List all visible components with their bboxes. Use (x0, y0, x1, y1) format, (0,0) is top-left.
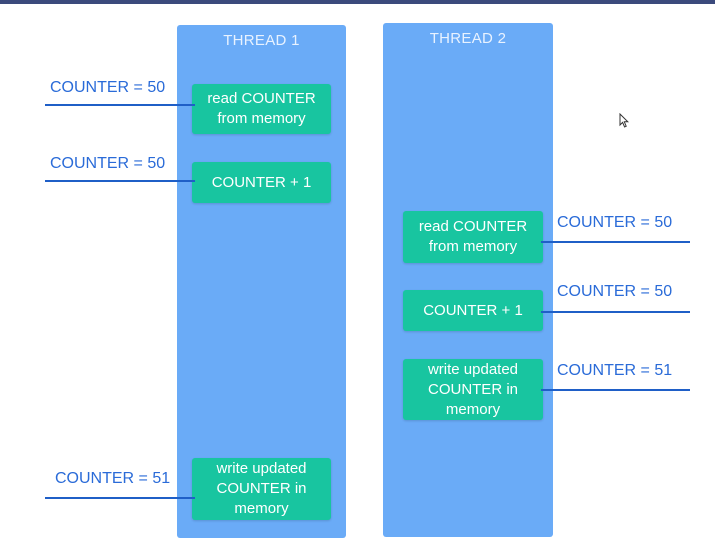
top-bar (0, 0, 715, 4)
thread-1-title: THREAD 1 (223, 32, 300, 49)
thread-1-increment-connector (45, 180, 195, 182)
thread-1-read-connector (45, 104, 195, 106)
thread-2-title: THREAD 2 (429, 30, 507, 47)
thread-1-increment-op: COUNTER + 1 (192, 162, 331, 203)
thread-2-read-op: read COUNTER from memory (403, 211, 543, 263)
thread-2-increment-op: COUNTER + 1 (403, 290, 543, 331)
thread-2-counter-write-label: COUNTER = 51 (557, 362, 673, 379)
thread-1-write-connector (45, 497, 195, 499)
thread-2-write-op: write updated COUNTER in memory (403, 359, 543, 420)
thread-2-counter-read-label: COUNTER = 50 (557, 214, 673, 231)
thread-1-write-op: write updated COUNTER in memory (192, 458, 331, 520)
thread-1-counter-read-label: COUNTER = 50 (50, 79, 166, 96)
thread-1-read-op: read COUNTER from memory (192, 84, 331, 134)
thread-1-counter-write-label: COUNTER = 51 (55, 470, 171, 487)
thread-2-read-connector (541, 241, 690, 243)
thread-2-counter-increment-label: COUNTER = 50 (557, 283, 673, 300)
mouse-cursor-icon (619, 113, 629, 128)
thread-2-increment-connector (541, 311, 690, 313)
thread-2-write-connector (541, 389, 690, 391)
thread-1-counter-increment-label: COUNTER = 50 (50, 155, 166, 172)
thread-2-column: THREAD 2 (383, 23, 553, 537)
